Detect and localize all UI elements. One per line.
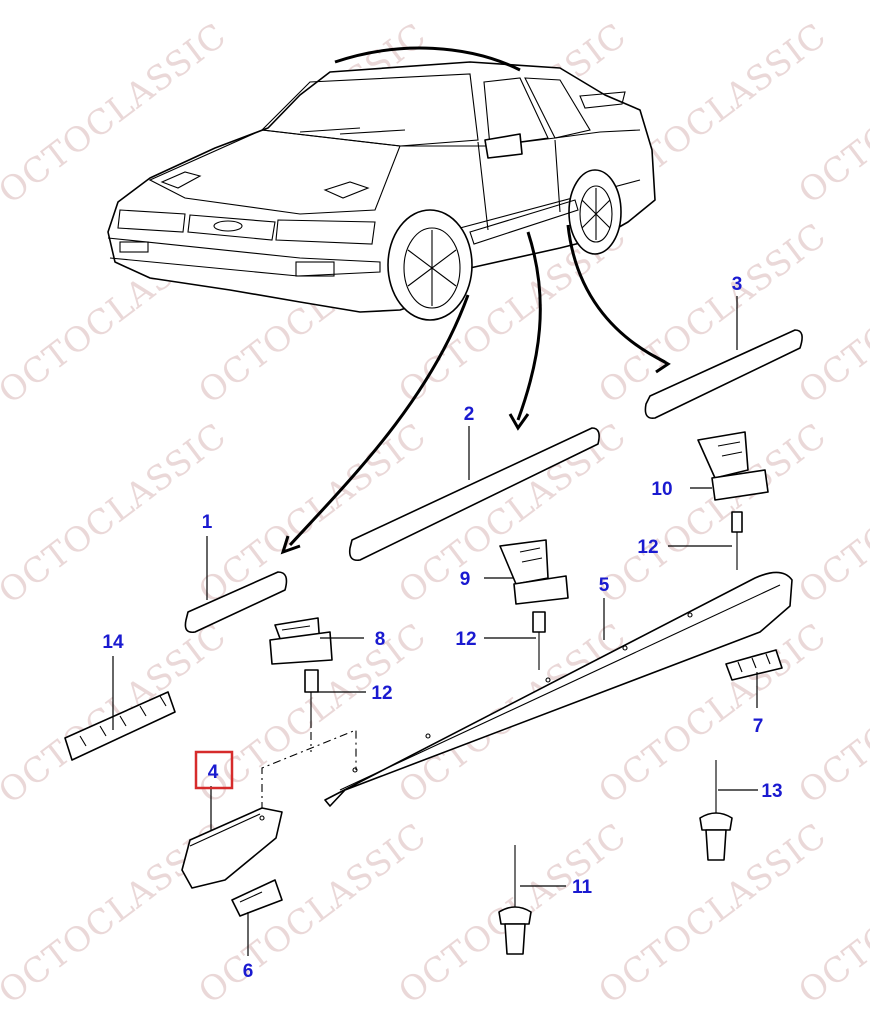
- leader-lines: [112, 296, 758, 956]
- callout-labels: 3 2 10 1 12 9 5 12 8 14 12 7 4 13 11 6: [102, 274, 782, 982]
- part-3-rear-moulding: [644, 329, 803, 420]
- part-1-front-moulding: [184, 571, 288, 634]
- part-14-clip-strip: [64, 691, 176, 761]
- part-11-push-pin: [498, 845, 532, 955]
- callout-5[interactable]: 5: [599, 575, 610, 596]
- callout-8[interactable]: 8: [375, 629, 386, 650]
- callout-11[interactable]: 11: [572, 877, 593, 898]
- assembly-guide: [261, 729, 357, 810]
- part-12-rivet-a: [731, 511, 743, 570]
- callout-10[interactable]: 10: [651, 479, 672, 500]
- callout-1[interactable]: 1: [202, 512, 213, 533]
- callout-7[interactable]: 7: [753, 716, 764, 737]
- callout-9[interactable]: 9: [460, 569, 471, 590]
- part-9-bracket: [499, 539, 569, 605]
- callout-12[interactable]: 12: [371, 683, 392, 704]
- callout-4-highlight: [194, 750, 234, 790]
- part-2-door-moulding: [348, 427, 600, 562]
- callout-4[interactable]: 4: [208, 762, 219, 783]
- callout-12[interactable]: 12: [455, 629, 476, 650]
- car-illustration: [107, 61, 656, 321]
- part-5-sill: [324, 571, 793, 807]
- part-7-clip: [725, 649, 783, 681]
- part-4-end-cap: [181, 807, 283, 889]
- part-8-bracket: [269, 617, 333, 665]
- callout-12[interactable]: 12: [637, 537, 658, 558]
- callout-14[interactable]: 14: [102, 632, 124, 653]
- part-12-rivet-b: [532, 611, 546, 670]
- part-6-clip: [231, 879, 283, 917]
- callout-6[interactable]: 6: [243, 961, 254, 982]
- part-13-push-pin: [699, 760, 733, 861]
- part-10-bracket: [697, 431, 769, 501]
- direction-arrows: [280, 46, 671, 555]
- callout-2[interactable]: 2: [464, 404, 475, 425]
- callout-3[interactable]: 3: [732, 274, 743, 295]
- callout-13[interactable]: 13: [761, 781, 782, 802]
